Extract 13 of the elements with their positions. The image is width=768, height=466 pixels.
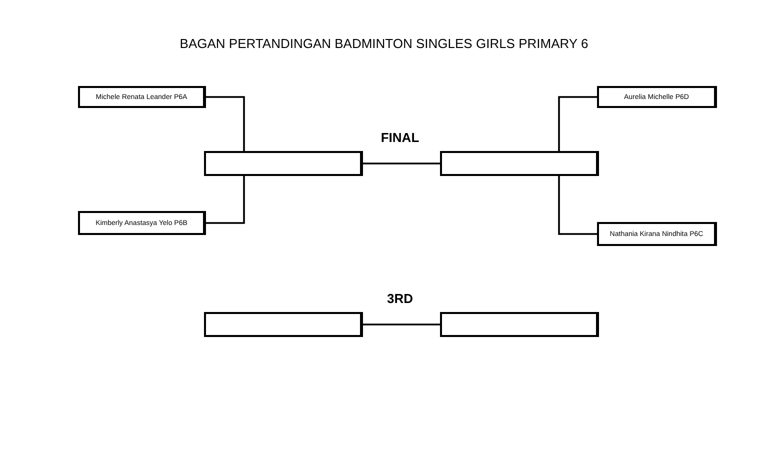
bracket-line xyxy=(206,176,245,224)
bracket-line xyxy=(558,176,597,235)
bracket-line xyxy=(558,96,597,151)
bracket-line xyxy=(363,162,440,164)
bracket-line xyxy=(206,96,245,151)
empty-bracket-box xyxy=(204,151,363,176)
empty-bracket-box xyxy=(440,312,599,337)
round-heading: FINAL xyxy=(380,130,420,145)
diagram-title: BAGAN PERTANDINGAN BADMINTON SINGLES GIRLS PRIMARY 6 xyxy=(178,36,590,51)
empty-bracket-box xyxy=(440,151,599,176)
round-heading: 3RD xyxy=(386,291,414,306)
empty-bracket-box xyxy=(204,312,363,337)
bracket-line xyxy=(363,324,440,326)
